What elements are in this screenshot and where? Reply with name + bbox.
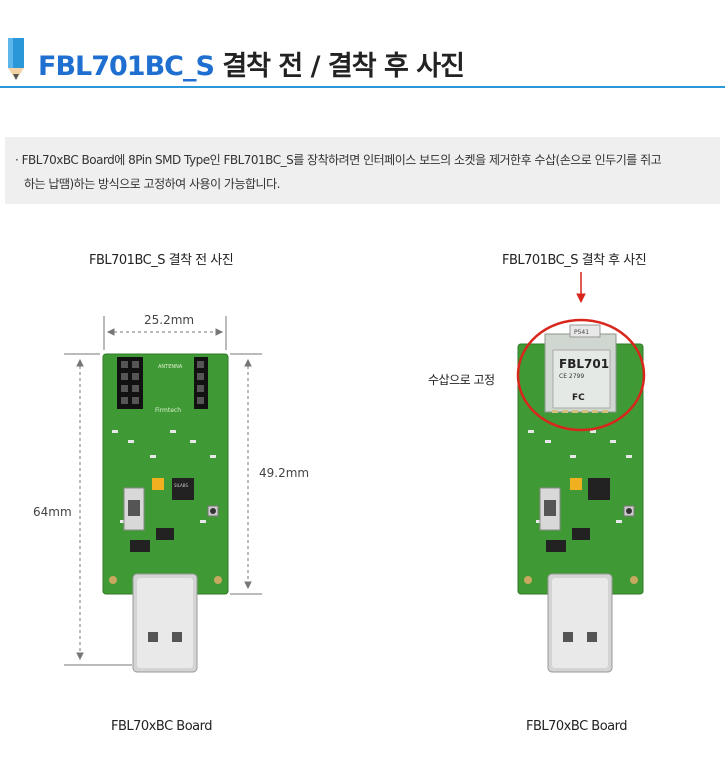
- chip-label: SILABS: [174, 483, 188, 488]
- module-id: P541: [574, 329, 589, 336]
- down-arrow-icon: [576, 272, 586, 304]
- module-name: FBL701: [559, 357, 609, 371]
- title-rest: 결착 전 / 결착 후 사진: [213, 51, 465, 82]
- notice-line-1: · FBL70xBC Board에 8Pin SMD Type인 FBL701B…: [15, 153, 662, 167]
- solder-callout-label: 수삽으로 고정: [428, 373, 495, 387]
- highlight-circle: [516, 318, 646, 432]
- page-header: FBL701BC_S 결착 전 / 결착 후 사진: [0, 0, 725, 88]
- module-ce: CE 2799: [559, 373, 584, 380]
- right-usb-connector: [547, 573, 613, 673]
- right-pcb: P541 FBL701 CE 2799 FC: [517, 324, 644, 595]
- notice-box: · FBL70xBC Board에 8Pin SMD Type인 FBL701B…: [5, 137, 720, 204]
- dim-width-label: 25.2mm: [144, 313, 195, 327]
- left-usb-connector: [132, 573, 198, 673]
- dim-height-full-label: 64mm: [33, 505, 72, 519]
- left-pcb: ANTENNA Firmtech SILABS: [102, 353, 229, 595]
- page-title: FBL701BC_S 결착 전 / 결착 후 사진: [38, 44, 465, 83]
- brand-label: Firmtech: [155, 407, 181, 414]
- module-fcc: FC: [572, 393, 585, 403]
- right-caption-bottom: FBL70xBC Board: [526, 719, 627, 734]
- dim-height-pcb-label: 49.2mm: [259, 466, 310, 480]
- notice-line-2: 하는 납땜)하는 방식으로 고정하여 사용이 가능합니다.: [24, 177, 280, 191]
- dim-height-full-line: [64, 353, 132, 666]
- left-caption-bottom: FBL70xBC Board: [111, 719, 212, 734]
- antenna-label: ANTENNA: [158, 364, 183, 370]
- dim-height-pcb-line: [230, 353, 262, 595]
- right-caption-top: FBL701BC_S 결착 후 사진: [502, 253, 647, 268]
- title-model: FBL701BC_S: [38, 51, 215, 82]
- pencil-icon: [8, 38, 24, 80]
- left-caption-top: FBL701BC_S 결착 전 사진: [89, 253, 234, 268]
